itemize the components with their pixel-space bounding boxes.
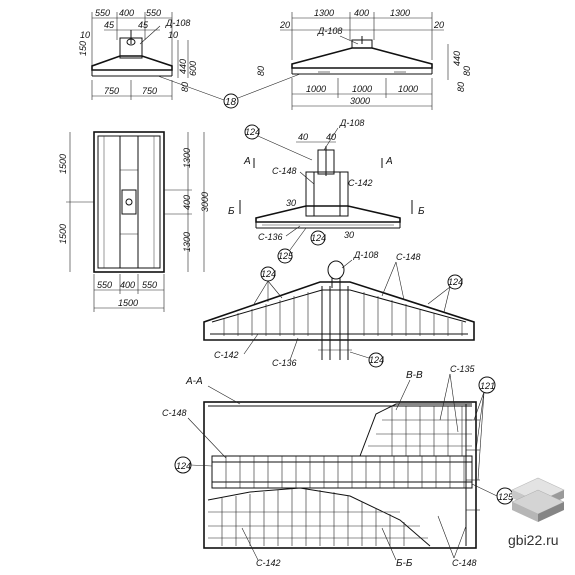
elev-mark-124-left: 124 [261, 269, 276, 279]
section-view: 124 Д-108 40 40 С-148 С-142 30 30 С-136 … [228, 118, 425, 264]
end-dim-400: 400 [119, 8, 134, 18]
front-right-80a: 80 [462, 66, 472, 76]
watermark-text: gbi22.ru [508, 532, 559, 548]
section-c142: С-142 [348, 178, 373, 188]
cut-b-right: Б [418, 206, 425, 217]
elevation-view: 124 Д-108 С-148 124 С-142 С-136 124 [203, 250, 475, 368]
section-label-c142: С-142 [256, 558, 281, 568]
end-dim-45-right: 45 [138, 20, 149, 30]
end-bottom-750-left: 750 [104, 86, 119, 96]
end-side-440: 440 [178, 59, 188, 74]
end-callout-d108: Д-108 [165, 18, 190, 28]
end-small-80: 80 [180, 82, 190, 92]
section-mark-125: 125 [278, 251, 294, 261]
elev-c142: С-142 [214, 350, 239, 360]
section-mark-124: 124 [176, 461, 191, 471]
section-dim-30b: 30 [344, 230, 354, 240]
watermark-logo [511, 477, 565, 522]
end-side-150: 150 [78, 41, 88, 56]
front-dim-400: 400 [354, 8, 369, 18]
front-right-80b: 80 [456, 82, 466, 92]
plan-bottom-550b: 550 [142, 280, 157, 290]
front-left-80: 80 [256, 66, 266, 76]
plan-right-1300a: 1300 [182, 148, 192, 168]
front-view: 1300 400 1300 20 20 Д-108 440 80 80 80 1… [256, 8, 472, 110]
front-small-20-left: 20 [279, 20, 290, 30]
elev-c136: С-136 [272, 358, 297, 368]
section-label-bb: В-В [406, 370, 423, 381]
section-c136: С-136 [258, 232, 283, 242]
front-bottom-total: 3000 [350, 96, 370, 106]
section-callout-d108: Д-108 [339, 118, 364, 128]
section-label-c148-left: С-148 [162, 408, 187, 418]
leader-18-label: 18 [225, 97, 237, 108]
front-bottom-1000c: 1000 [398, 84, 418, 94]
end-dim-550-left: 550 [95, 8, 110, 18]
elev-callout-d108: Д-108 [353, 250, 378, 260]
end-side-600: 600 [188, 61, 198, 76]
front-callout-d108: Д-108 [317, 26, 342, 36]
plan-bottom-550a: 550 [97, 280, 112, 290]
front-bottom-1000a: 1000 [306, 84, 326, 94]
plan-left-1500a: 1500 [58, 154, 68, 174]
end-side-10: 10 [80, 30, 90, 40]
end-view: 550 400 550 45 45 Д-108 10 150 10 440 60… [78, 8, 198, 100]
section-label-b-b: Б-Б [396, 558, 413, 569]
section-dim-40a: 40 [298, 132, 308, 142]
plan-right-1300b: 1300 [182, 232, 192, 252]
plan-right-total: 3000 [200, 192, 210, 212]
front-right-440: 440 [452, 51, 462, 66]
section-mark-121: 121 [480, 381, 495, 391]
cut-a-right: А [385, 156, 393, 167]
plan-bottom-total: 1500 [118, 298, 138, 308]
end-bottom-750-right: 750 [142, 86, 157, 96]
end-dim-45-left: 45 [104, 20, 115, 30]
elev-mark-124-right: 124 [448, 277, 463, 287]
cut-b-left: Б [228, 206, 235, 217]
sections-view: А-А В-В С-135 121 С-148 124 125 С-142 Б-… [162, 364, 514, 569]
elev-c148: С-148 [396, 252, 421, 262]
end-side-10r: 10 [168, 30, 178, 40]
plan-right-400: 400 [182, 195, 192, 210]
elev-mark-124-bottom: 124 [369, 355, 384, 365]
section-mark-124-top: 124 [245, 127, 260, 137]
section-dim-40b: 40 [326, 132, 336, 142]
plan-left-1500b: 1500 [58, 224, 68, 244]
section-mark-125: 125 [498, 492, 514, 502]
cut-a-left: А [243, 156, 251, 167]
front-bottom-1000b: 1000 [352, 84, 372, 94]
leader-mark-18: 18 [157, 73, 301, 109]
plan-view: 1500 1500 1300 400 1300 3000 550 400 550… [58, 131, 210, 312]
section-c148: С-148 [272, 166, 297, 176]
section-label-c135: С-135 [450, 364, 476, 374]
plan-bottom-400: 400 [120, 280, 135, 290]
section-label-c148-right: С-148 [452, 558, 477, 568]
end-dim-550-right: 550 [146, 8, 161, 18]
front-small-20-right: 20 [433, 20, 444, 30]
front-dim-1300-left: 1300 [314, 8, 334, 18]
section-label-aa: А-А [185, 376, 203, 387]
section-mark-124b: 124 [311, 233, 326, 243]
section-dim-30a: 30 [286, 198, 296, 208]
front-dim-1300-right: 1300 [390, 8, 410, 18]
